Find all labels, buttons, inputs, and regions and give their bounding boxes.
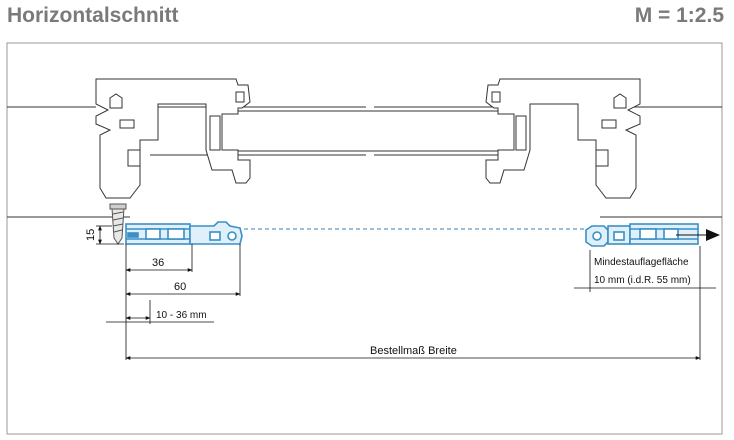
min-bearing-label-1: Mindestauflagefläche (594, 257, 689, 268)
dim-15-label: 15 (85, 229, 97, 241)
dim-36-label: 36 (152, 257, 164, 269)
dim-range-label: 10 - 36 mm (156, 310, 207, 321)
order-width-label: Bestellmaß Breite (370, 345, 457, 357)
dim-extension-lines (125, 244, 701, 360)
drawing-border (6, 42, 723, 435)
min-bearing-label-2: 10 mm (i.d.R. 55 mm) (594, 275, 691, 286)
guide-rail-right (585, 223, 699, 247)
page-title: Horizontalschnitt (7, 4, 179, 27)
guide-rail-left (125, 221, 243, 245)
screw-icon (109, 203, 127, 245)
dim-15 (96, 225, 124, 245)
window-frame-left (95, 78, 251, 199)
scale-label: M = 1:2.5 (634, 4, 724, 27)
window-frame-right (485, 78, 641, 199)
dim-60-label: 60 (174, 281, 186, 293)
arrow-right-icon (676, 229, 720, 241)
